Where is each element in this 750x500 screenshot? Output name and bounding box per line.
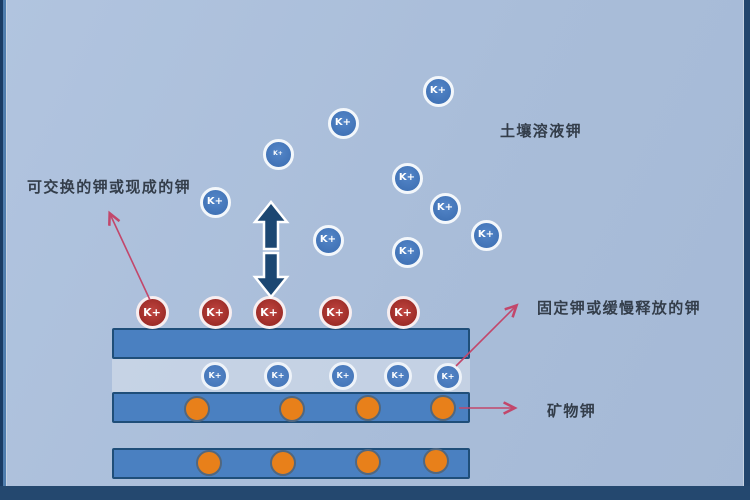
exchangeable-ion: K+ (252, 295, 286, 329)
solution-ion: K+ (262, 138, 294, 170)
frame-left-edge (0, 0, 7, 500)
mineral-ion (279, 396, 305, 422)
frame-right-edge (743, 0, 750, 500)
exchange-up-arrow (252, 199, 290, 251)
solution-ion: K+ (327, 107, 359, 139)
exchangeable-ion: K+ (318, 295, 352, 329)
solution-ion: K+ (199, 186, 231, 218)
fixed-potassium-label: 固定钾或缓慢释放的钾 (537, 299, 702, 317)
exchange-down-arrow (252, 251, 290, 300)
exchangeable-potassium-label: 可交换的钾或现成的钾 (27, 178, 192, 196)
solution-ion: K+ (470, 219, 502, 251)
mineral-ion (196, 450, 222, 476)
mineral-ion (423, 448, 449, 474)
fixed-ion: K+ (264, 362, 292, 390)
solution-ion: K+ (429, 192, 461, 224)
exchangeable-label-arrow (110, 214, 151, 301)
clay-layer-1 (112, 328, 470, 359)
mineral-ion (355, 395, 381, 421)
fixed-ion: K+ (384, 362, 412, 390)
fixed-ion: K+ (434, 363, 462, 391)
fixed-ion: K+ (329, 362, 357, 390)
solution-ion: K+ (391, 236, 423, 268)
solution-ion: K+ (312, 224, 344, 256)
solution-ion: K+ (391, 162, 423, 194)
mineral-ion (430, 395, 456, 421)
solution-potassium-label: 土壤溶液钾 (500, 122, 583, 140)
frame-bottom-edge (0, 486, 750, 500)
solution-ion: K+ (422, 75, 454, 107)
exchangeable-ion: K+ (386, 295, 420, 329)
exchangeable-ion: K+ (198, 295, 232, 329)
exchangeable-ion: K+ (135, 295, 169, 329)
mineral-potassium-label: 矿物钾 (547, 402, 597, 420)
mineral-ion (270, 450, 296, 476)
fixed-ion: K+ (201, 362, 229, 390)
mineral-ion (355, 449, 381, 475)
mineral-ion (184, 396, 210, 422)
